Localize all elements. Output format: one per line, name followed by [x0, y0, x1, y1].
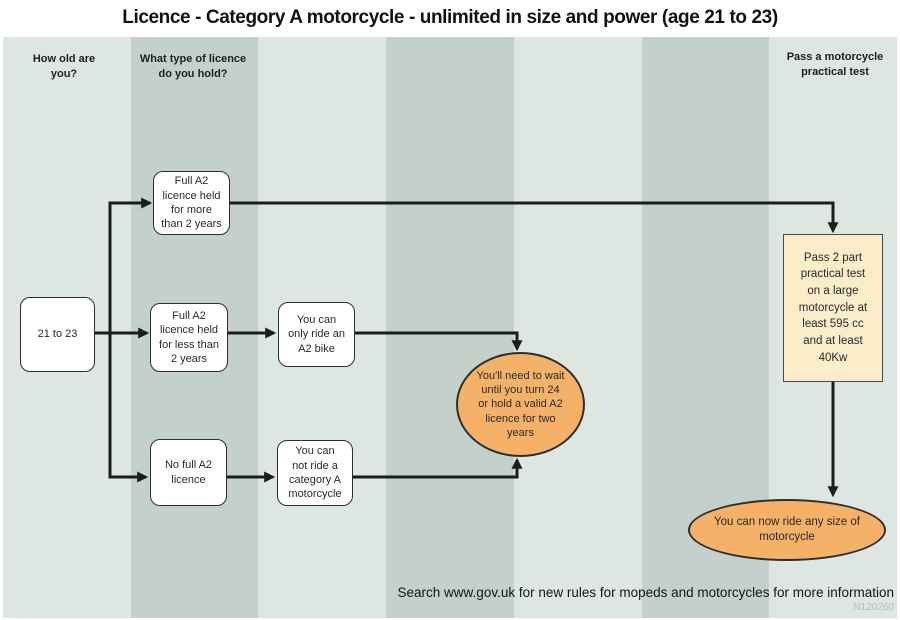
node-ride-a2-only: You can only ride an A2 bike	[278, 302, 355, 367]
background-stripe	[513, 37, 642, 618]
node-cannot-ride-category-a: You can not ride a category A motorcycle	[277, 440, 353, 506]
reference-number: N120260	[853, 602, 894, 613]
column-header-licence-type: What type of licence do you hold?	[139, 53, 247, 81]
edge-a2-only-to-wait	[355, 331, 523, 352]
node-no-full-a2-licence: No full A2 licence	[150, 439, 227, 506]
column-header-age: How old are you?	[32, 53, 96, 81]
column-header-practical-test: Pass a motorcycle practical test	[786, 51, 884, 79]
node-full-a2-less-than-2-years: Full A2 licence held for less than 2 yea…	[150, 303, 228, 372]
flow-background	[3, 37, 898, 618]
edge-full-more-to-pass-test	[230, 201, 839, 234]
node-wait-until-24-circle: You'll need to wait until you turn 24 or…	[456, 352, 585, 457]
node-full-a2-more-than-2-years: Full A2 licence held for more than 2 yea…	[153, 171, 230, 235]
node-ride-any-size-ellipse: You can now ride any size of motorcycle	[688, 499, 886, 561]
page-title: Licence - Category A motorcycle - unlimi…	[122, 7, 778, 28]
node-pass-2-part-practical-test: Pass 2 part practical test on a large mo…	[783, 234, 883, 382]
edge-cannot-ride-to-wait	[353, 457, 523, 479]
footer-search-note: Search www.gov.uk for new rules for mope…	[397, 585, 894, 600]
background-stripe	[386, 37, 514, 618]
node-age-21-to-23: 21 to 23	[20, 297, 95, 372]
